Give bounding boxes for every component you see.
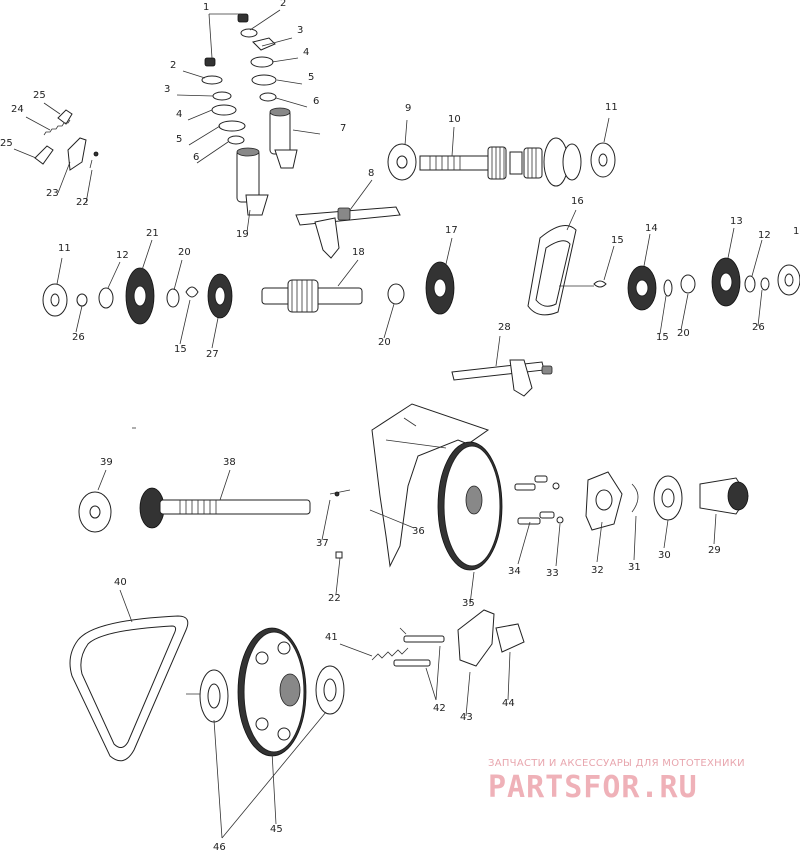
callout-20-l20a: 20	[677, 328, 690, 339]
callout-26-l26a: 26	[752, 322, 765, 333]
callout-45-l45: 45	[270, 824, 283, 835]
callout-13-l13: 13	[730, 216, 743, 227]
callout-28-l28: 28	[498, 322, 511, 333]
callout-41-l41: 41	[325, 632, 338, 643]
callout-14-l14: 14	[645, 223, 658, 234]
driven-gear-35	[437, 441, 503, 605]
callout-6-l6b: 6	[193, 152, 199, 163]
callout-22-l22a: 22	[76, 197, 89, 208]
callout-30-l30: 30	[658, 550, 671, 561]
watermark-logo[interactable]: PARTSFOR.RU	[488, 770, 698, 805]
callout-39-l39: 39	[100, 457, 113, 468]
shaft-18-assembly	[42, 237, 455, 349]
callout-15-l15c: 15	[174, 344, 187, 355]
callout-42-l42: 42	[433, 703, 446, 714]
callout-8-l8: 8	[368, 168, 374, 179]
callout-32-l32: 32	[591, 565, 604, 576]
callout-15-l15a: 15	[611, 235, 624, 246]
callout-33-l33: 33	[546, 568, 559, 579]
callout-25-l25a: 25	[33, 90, 46, 101]
callout-3-l3b: 3	[164, 84, 170, 95]
callout-2-l2a: 2	[280, 0, 286, 9]
callout-24-l24: 24	[11, 104, 24, 115]
callout-5-l5a: 5	[308, 72, 314, 83]
callout-16-l16: 16	[571, 196, 584, 207]
callout-26-l26b: 26	[72, 332, 85, 343]
callout-20-l20c: 20	[378, 337, 391, 348]
callout-15-l15b: 15	[656, 332, 669, 343]
callout-17-l17: 17	[445, 225, 458, 236]
chain-16-and-right-gears	[527, 209, 800, 335]
callout-21-l21: 21	[146, 228, 159, 239]
callout-40-l40: 40	[114, 577, 127, 588]
callout-3-l3a: 3	[297, 25, 303, 36]
shift-fork-8	[295, 179, 401, 259]
callout-10-l10: 10	[448, 114, 461, 125]
callout-11-l11b: 11	[793, 226, 800, 237]
callout-9-l9: 9	[405, 103, 411, 114]
callout-18-l18: 18	[352, 247, 365, 258]
spring-bracket-assembly	[13, 102, 99, 204]
shift-rod-28	[451, 335, 553, 397]
gear-45-assembly	[186, 627, 345, 839]
callout-19-l19: 19	[236, 229, 249, 240]
main-shaft-38	[78, 469, 311, 533]
callout-29-l29: 29	[708, 545, 721, 556]
callout-6-l6a: 6	[313, 96, 319, 107]
callout-23-l23: 23	[46, 188, 59, 199]
callout-25-l25b: 25	[0, 138, 13, 149]
callout-44-l44: 44	[502, 698, 515, 709]
callout-34-l34: 34	[508, 566, 521, 577]
drive-belt-40	[69, 589, 189, 762]
shift-shaft-assembly	[176, 9, 321, 233]
callout-5-l5b: 5	[176, 134, 182, 145]
callout-22-l22b: 22	[328, 593, 341, 604]
callout-1-l1a: 1	[203, 2, 209, 13]
callout-37-l37: 37	[316, 538, 329, 549]
callout-4-l4a: 4	[303, 47, 309, 58]
callout-12-l12b: 12	[116, 250, 129, 261]
callout-11-l11a: 11	[605, 102, 618, 113]
callout-27-l27: 27	[206, 349, 219, 360]
callout-31-l31: 31	[628, 562, 641, 573]
callout-20-l20b: 20	[178, 247, 191, 258]
shaft-10-assembly	[387, 117, 616, 187]
callout-46-l46: 46	[213, 842, 226, 851]
hub-29-and-hardware	[514, 471, 749, 567]
callout-4-l4b: 4	[176, 109, 182, 120]
callout-35-l35: 35	[462, 598, 475, 609]
callout-7-l7: 7	[340, 123, 346, 134]
callout-38-l38: 38	[223, 457, 236, 468]
callout-43-l43: 43	[460, 712, 473, 723]
watermark-caption: ЗАПЧАСТИ И АКСЕССУАРЫ ДЛЯ МОТОТЕХНИКИ	[488, 758, 745, 769]
callout-36-l36: 36	[412, 526, 425, 537]
callout-11-l11c: 11	[58, 243, 71, 254]
callout-12-l12a: 12	[758, 230, 771, 241]
callout-2-l2b: 2	[170, 60, 176, 71]
cover-plate-36	[321, 403, 490, 595]
tensioner-assembly	[339, 609, 525, 717]
